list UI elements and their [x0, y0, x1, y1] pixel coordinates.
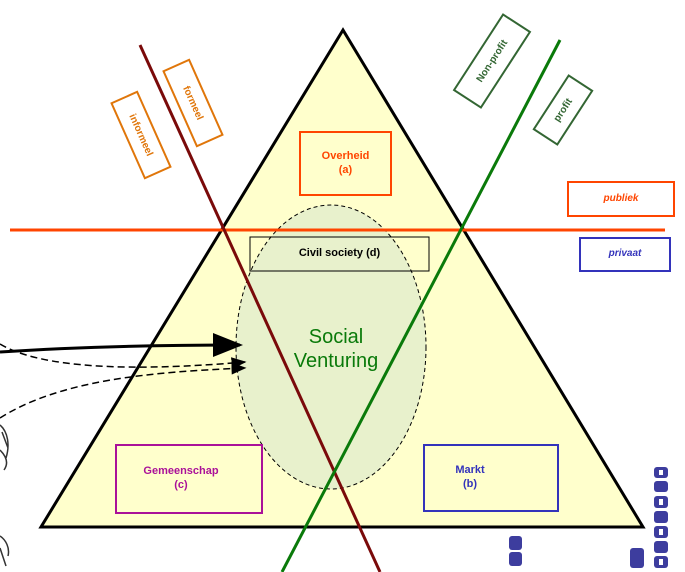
formeel-informeel-line	[138, 44, 382, 572]
privaat-box	[579, 237, 671, 272]
publiek-label: publiek	[603, 192, 639, 204]
social-venturing-label: Social Venturing	[293, 326, 379, 372]
civil-society-label: Civil society (d)	[298, 247, 381, 260]
right-edge-logo	[509, 467, 668, 568]
left-edge-sketch	[0, 424, 9, 471]
profit-nonprofit-line	[280, 39, 562, 572]
left-edge-sketch-lower	[0, 535, 10, 567]
gemeenschap-box	[115, 444, 263, 514]
overheid-box	[299, 131, 392, 196]
overheid-label: Overheid (a)	[321, 149, 370, 176]
arrow-dashed-2	[0, 362, 247, 419]
civil-society-box	[249, 236, 430, 272]
profit-label: profit	[551, 96, 575, 124]
social-venturing-ellipse	[235, 204, 427, 490]
markt-label: Markt (b)	[455, 464, 485, 490]
privaat-label: privaat	[608, 248, 642, 260]
arrow-solid	[0, 333, 243, 358]
right-edge-logo-holes	[659, 470, 663, 565]
publiek-box	[567, 181, 675, 217]
formeel-label: formeel	[180, 84, 206, 122]
markt-box	[423, 444, 559, 512]
gemeenschap-label: Gemeenschap (c)	[143, 465, 219, 491]
